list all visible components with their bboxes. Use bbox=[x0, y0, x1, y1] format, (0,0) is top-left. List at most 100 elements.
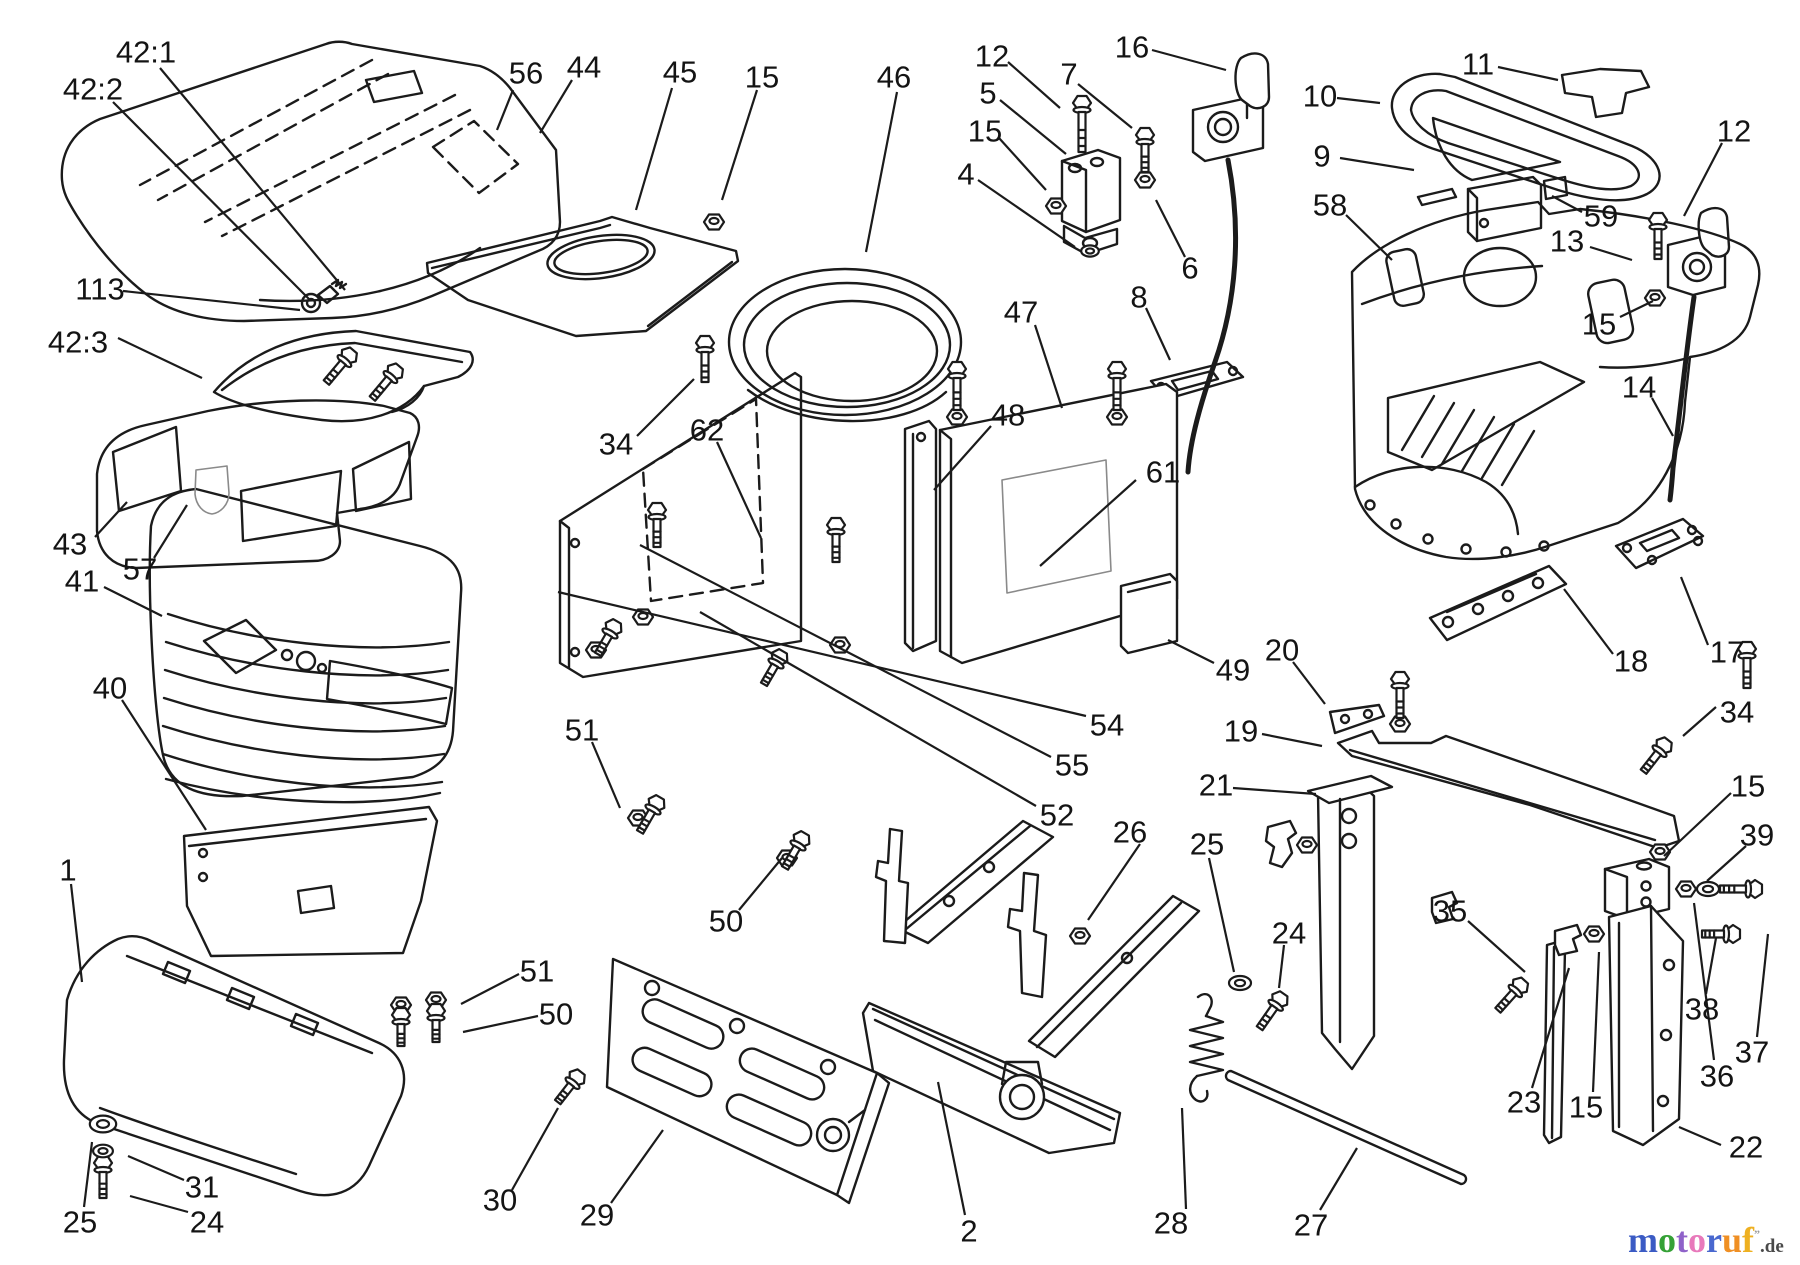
part-label-30-56[interactable]: 30 bbox=[483, 1183, 517, 1218]
part-label-11-19[interactable]: 11 bbox=[1462, 47, 1494, 82]
leader-line bbox=[1261, 732, 1323, 748]
part-label-28-62[interactable]: 28 bbox=[1154, 1206, 1188, 1241]
leader-lines-layer bbox=[69, 48, 1770, 1216]
part-label-44-5[interactable]: 44 bbox=[567, 50, 601, 85]
washer-glyph bbox=[91, 1143, 114, 1159]
leader-line bbox=[1232, 786, 1317, 796]
part-label-12-24[interactable]: 12 bbox=[1717, 114, 1751, 149]
part-label-40-34[interactable]: 40 bbox=[93, 671, 127, 706]
leader-line bbox=[1497, 65, 1559, 82]
part-label-23-64[interactable]: 23 bbox=[1507, 1085, 1541, 1120]
part-label-36-68[interactable]: 36 bbox=[1700, 1059, 1734, 1094]
nut-glyph bbox=[1068, 927, 1092, 945]
part-label-34-27[interactable]: 34 bbox=[599, 427, 633, 462]
part-label-7-13[interactable]: 7 bbox=[1060, 57, 1077, 92]
part-label-31-59[interactable]: 31 bbox=[185, 1170, 219, 1205]
part-label-52-43[interactable]: 52 bbox=[1040, 798, 1074, 833]
part-label-21-44[interactable]: 21 bbox=[1199, 768, 1233, 803]
part-label-18-48[interactable]: 18 bbox=[1614, 644, 1648, 679]
part-label-12-9[interactable]: 12 bbox=[975, 39, 1009, 74]
part-label-8-16[interactable]: 8 bbox=[1130, 280, 1147, 315]
part-label-45-6[interactable]: 45 bbox=[663, 55, 697, 90]
part-label-10-18[interactable]: 10 bbox=[1303, 79, 1337, 114]
leader-line bbox=[1619, 300, 1654, 318]
line-art-layer bbox=[60, 40, 1761, 1205]
bolt-glyph bbox=[1134, 126, 1156, 174]
part-label-14-26[interactable]: 14 bbox=[1622, 370, 1656, 405]
part-label-47-17[interactable]: 47 bbox=[1004, 295, 1038, 330]
ring-46 bbox=[727, 267, 963, 423]
part-label-46-8[interactable]: 46 bbox=[877, 60, 911, 95]
part-label-54-41[interactable]: 54 bbox=[1090, 708, 1124, 743]
part-label-22-66[interactable]: 22 bbox=[1729, 1130, 1763, 1165]
part-label-25-58[interactable]: 25 bbox=[63, 1205, 97, 1240]
part-label-37-69[interactable]: 37 bbox=[1735, 1035, 1769, 1070]
part-label-6-15[interactable]: 6 bbox=[1181, 251, 1198, 286]
part-label-51-54[interactable]: 51 bbox=[520, 954, 554, 989]
part-label-51-36[interactable]: 51 bbox=[565, 713, 599, 748]
part-label-16-14[interactable]: 16 bbox=[1115, 30, 1149, 65]
leader-line bbox=[1591, 951, 1601, 1093]
bolt-glyph bbox=[1718, 878, 1764, 900]
part-label-58-21[interactable]: 58 bbox=[1313, 188, 1347, 223]
watermark-logo[interactable]: motoruf”.de bbox=[1628, 1214, 1784, 1265]
leader-line bbox=[1007, 61, 1061, 109]
part-label-34-50[interactable]: 34 bbox=[1720, 695, 1754, 730]
leader-line bbox=[82, 1141, 94, 1208]
part-label-29-57[interactable]: 29 bbox=[580, 1198, 614, 1233]
leader-line bbox=[103, 586, 163, 617]
part-label-56-4[interactable]: 56 bbox=[509, 56, 543, 91]
part-label-41-33[interactable]: 41 bbox=[65, 564, 99, 599]
part-label-20-39[interactable]: 20 bbox=[1265, 633, 1299, 668]
part-label-2-61[interactable]: 2 bbox=[960, 1214, 977, 1249]
part-label-27-63[interactable]: 27 bbox=[1294, 1208, 1328, 1243]
part-label-50-37[interactable]: 50 bbox=[709, 904, 743, 939]
part-label-57-32[interactable]: 57 bbox=[123, 552, 157, 587]
part-label-42-2-1[interactable]: 42:2 bbox=[63, 72, 123, 107]
part-label-49-38[interactable]: 49 bbox=[1216, 653, 1250, 688]
part-label-59-22[interactable]: 59 bbox=[1584, 199, 1618, 234]
part-label-24-60[interactable]: 24 bbox=[190, 1205, 224, 1240]
leader-line bbox=[153, 504, 188, 559]
bolt-glyph bbox=[92, 1154, 114, 1200]
part-label-42-1-0[interactable]: 42:1 bbox=[116, 35, 176, 70]
part-label-38-67[interactable]: 38 bbox=[1685, 992, 1719, 1027]
part-label-42-3-3[interactable]: 42:3 bbox=[48, 325, 108, 360]
part-label-26-45[interactable]: 26 bbox=[1113, 815, 1147, 850]
part-label-25-46[interactable]: 25 bbox=[1190, 827, 1224, 862]
hardware-layer bbox=[88, 94, 1764, 1200]
part-label-15-11[interactable]: 15 bbox=[968, 114, 1002, 149]
part-label-15-51[interactable]: 15 bbox=[1731, 769, 1765, 804]
leader-line bbox=[1704, 937, 1718, 995]
watermark-letter: u bbox=[1721, 1220, 1743, 1260]
part-label-15-7[interactable]: 15 bbox=[745, 60, 779, 95]
part-label-35-53[interactable]: 35 bbox=[1433, 894, 1467, 929]
part-label-43-31[interactable]: 43 bbox=[53, 527, 87, 562]
part-label-4-12[interactable]: 4 bbox=[957, 157, 974, 192]
part-label-15-25[interactable]: 15 bbox=[1582, 307, 1616, 342]
part-label-19-40[interactable]: 19 bbox=[1224, 714, 1258, 749]
leader-line bbox=[1678, 1125, 1722, 1147]
part-label-13-23[interactable]: 13 bbox=[1550, 224, 1584, 259]
part-label-24-47[interactable]: 24 bbox=[1272, 916, 1306, 951]
part-label-61-30[interactable]: 61 bbox=[1146, 455, 1180, 490]
part-label-62-28[interactable]: 62 bbox=[690, 413, 724, 448]
bolt-glyph bbox=[390, 1006, 412, 1048]
part-label-9-20[interactable]: 9 bbox=[1313, 139, 1330, 174]
part-label-48-29[interactable]: 48 bbox=[991, 398, 1025, 433]
part-label-113-2[interactable]: 113 bbox=[75, 272, 124, 307]
part-label-5-10[interactable]: 5 bbox=[979, 76, 996, 111]
part-label-50-55[interactable]: 50 bbox=[539, 997, 573, 1032]
leader-line bbox=[1087, 843, 1141, 921]
leader-line bbox=[1167, 639, 1215, 664]
leader-line bbox=[716, 441, 762, 539]
bolt-glyph bbox=[425, 1002, 447, 1044]
leader-line bbox=[94, 501, 128, 538]
key-9 bbox=[1416, 187, 1458, 207]
part-label-39-52[interactable]: 39 bbox=[1740, 818, 1774, 853]
part-label-55-42[interactable]: 55 bbox=[1055, 748, 1089, 783]
nut-glyph bbox=[1674, 880, 1698, 898]
part-label-17-49[interactable]: 17 bbox=[1710, 635, 1744, 670]
part-label-15-65[interactable]: 15 bbox=[1569, 1090, 1603, 1125]
part-label-1-35[interactable]: 1 bbox=[59, 853, 76, 888]
